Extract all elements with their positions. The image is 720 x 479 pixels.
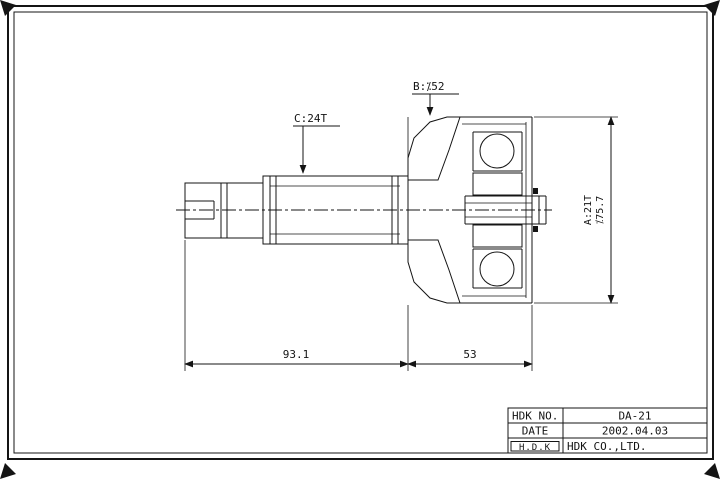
snap-ring-top [533,188,538,194]
inner-race-top [472,172,523,196]
annotations: C:24T B:⁒52 [293,80,459,174]
shaft-stub [184,182,264,239]
ball-bottom [479,251,515,287]
titleblock-company-value: HDK CO.,LTD. [567,440,646,453]
joint-housing [407,116,547,304]
titleblock-no-label: HDK NO. [512,410,558,423]
dim-shaft-length: 93.1 [283,348,310,361]
ball-top [479,133,515,169]
label-outer-spline: C:24T [294,112,327,125]
dim-housing-length: 53 [463,348,476,361]
label-housing-diameter: B:⁒52 [413,80,444,93]
corner-mark-bottom-right [704,463,720,479]
titleblock-date-label: DATE [522,425,549,438]
drive-shaft [184,175,409,245]
titleblock-no-value: DA-21 [618,410,651,423]
corner-mark-top-left [0,0,16,16]
titleblock-date-value: 2002.04.03 [602,425,668,438]
inner-race-bottom [472,224,523,248]
housing-section-top [407,116,461,181]
corner-mark-bottom-left [0,463,16,479]
dim-outer-diameter: ⁒75.7 [595,196,606,225]
housing-section-bottom [407,239,461,304]
dim-inner-spline: A:21T [583,195,594,225]
corner-mark-top-right [704,0,720,16]
hdk-logo-text: H.D.K [519,443,551,453]
title-block: HDK NO. DA-21 DATE 2002.04.03 H.D.K HDK … [507,407,708,454]
hdk-logo-box [510,441,560,452]
snap-ring-bottom [533,226,538,232]
dimensions: 93.1 53 A:21T ⁒75.7 [184,116,618,371]
